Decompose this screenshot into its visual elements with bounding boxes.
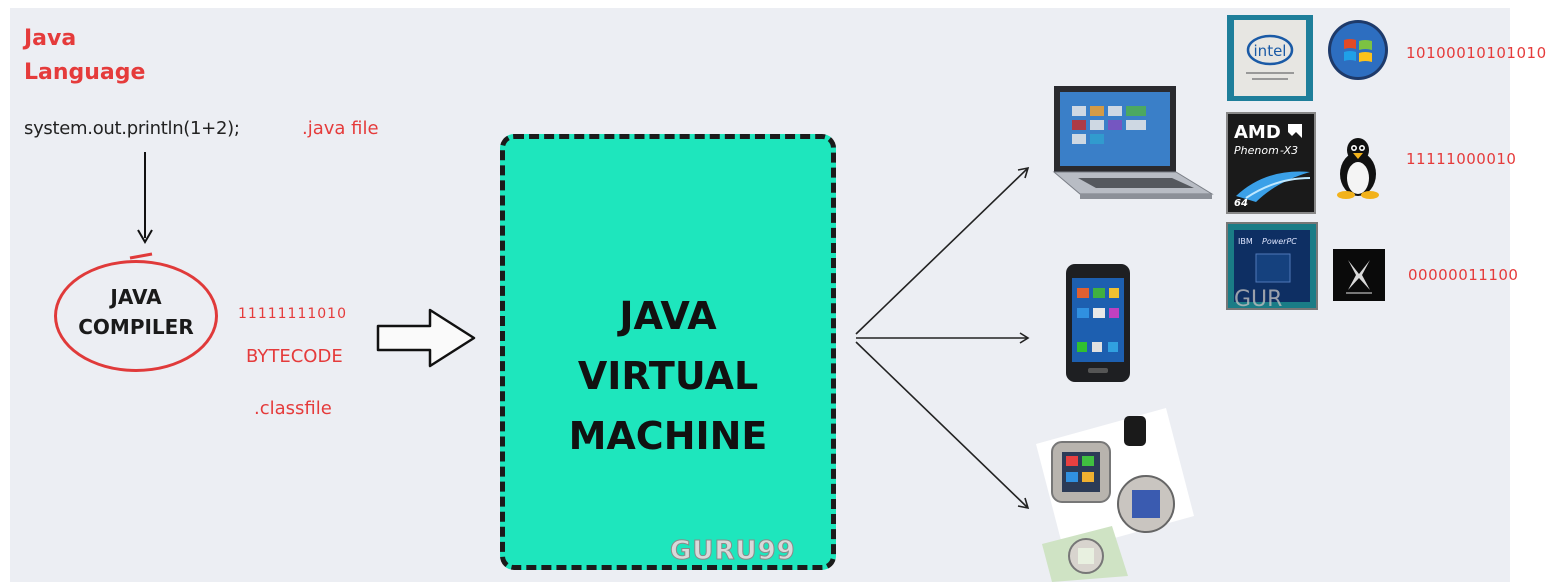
arrow-to-laptop bbox=[855, 167, 1029, 335]
title-line-1: Java bbox=[24, 26, 77, 51]
java-language-title: Java Language bbox=[24, 22, 145, 90]
binary-row-3: 00000011100 bbox=[1408, 266, 1519, 284]
classfile-label: .classfile bbox=[254, 398, 332, 419]
guru99-watermark: GURU99 bbox=[670, 536, 796, 567]
arrow-down-to-compiler bbox=[137, 152, 153, 244]
compiler-line-1: JAVA bbox=[110, 285, 162, 309]
compiler-ring-tick bbox=[129, 252, 153, 260]
compiler-ellipse bbox=[54, 260, 218, 372]
source-code-text: system.out.println(1+2); bbox=[24, 118, 240, 139]
jvm-box bbox=[500, 134, 836, 570]
intel-logo-text: intel bbox=[1254, 42, 1287, 60]
smartwatches-icon bbox=[1036, 408, 1194, 582]
svg-text:GUR: GUR bbox=[1234, 287, 1282, 312]
jvm-label: JAVA VIRTUAL MACHINE bbox=[500, 286, 836, 466]
amd-phenom-text: Phenom bbox=[1234, 144, 1279, 157]
jvm-line-1: JAVA bbox=[619, 294, 717, 338]
amd-64-badge: 64 bbox=[1234, 198, 1248, 209]
amd-cpu-icon: AMD Phenom -X3 64 bbox=[1226, 112, 1316, 214]
intel-cpu-icon: intel bbox=[1227, 15, 1313, 101]
java-compiler-label: JAVA COMPILER bbox=[54, 282, 218, 342]
linux-penguin-icon bbox=[1337, 138, 1379, 199]
title-line-2: Language bbox=[24, 60, 146, 85]
fan-out-arrows bbox=[855, 166, 1030, 510]
svg-text:PowerPC: PowerPC bbox=[1262, 237, 1297, 246]
diagram-canvas: Java Language system.out.println(1+2); .… bbox=[10, 8, 1546, 582]
ibm-label: IBM bbox=[1238, 237, 1253, 246]
java-file-label: .java file bbox=[302, 118, 379, 139]
svg-text:-X3: -X3 bbox=[1280, 144, 1298, 157]
bytecode-bits: 11111111010 bbox=[238, 306, 347, 322]
jvm-line-3: MACHINE bbox=[568, 414, 768, 458]
compiler-line-2: COMPILER bbox=[78, 315, 194, 339]
amd-logo-text: AMD bbox=[1234, 122, 1281, 143]
laptop-icon bbox=[1052, 86, 1214, 199]
windows-logo-icon bbox=[1328, 20, 1388, 80]
binary-row-1: 10100010101010 bbox=[1406, 44, 1547, 62]
hollow-arrow-to-jvm bbox=[376, 308, 476, 368]
smartphone-icon bbox=[1066, 264, 1130, 382]
arrow-to-watches bbox=[855, 341, 1029, 509]
jvm-line-2: VIRTUAL bbox=[577, 354, 759, 398]
bytecode-label: BYTECODE bbox=[246, 346, 343, 367]
binary-row-2: 11111000010 bbox=[1406, 150, 1517, 168]
mac-os-x-icon bbox=[1333, 249, 1385, 301]
ibm-powerpc-cpu-icon: IBM PowerPC GUR bbox=[1226, 222, 1318, 312]
